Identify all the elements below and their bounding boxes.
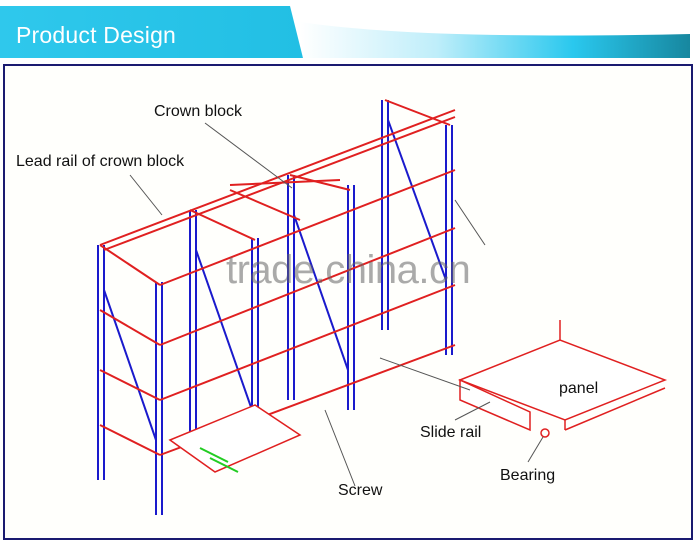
drawer-panel	[168, 320, 668, 473]
label-lead-rail: Lead rail of crown block	[16, 153, 185, 170]
label-panel: panel	[559, 380, 599, 397]
label-slide-rail: Slide rail	[420, 424, 482, 441]
watermark: trade.china.cn	[226, 248, 471, 292]
label-bearing: Bearing	[500, 467, 556, 484]
label-crown-block: Crown block	[154, 103, 243, 120]
move-arrows	[199, 447, 239, 473]
label-screw: Screw	[338, 482, 383, 499]
section-title: Product Design	[16, 22, 177, 48]
leader-lines	[129, 122, 544, 487]
header-banner	[0, 6, 690, 58]
bearing-shape	[540, 428, 550, 438]
